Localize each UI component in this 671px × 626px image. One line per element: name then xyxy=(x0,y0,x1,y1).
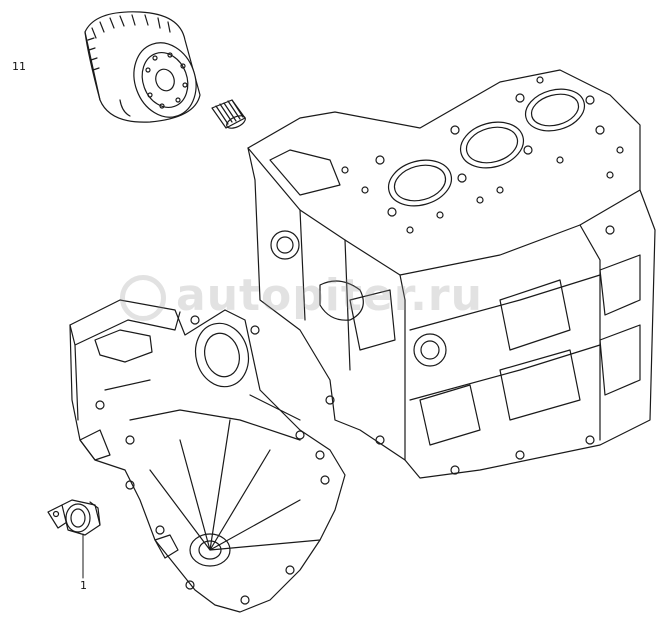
gear-case-cover xyxy=(69,299,346,613)
cylinder-block xyxy=(247,69,656,479)
sensor-part xyxy=(47,499,101,536)
callout-oil-filter-number: 11 xyxy=(12,60,26,73)
oil-filter xyxy=(84,11,201,123)
watermark-text: autopiter.ru xyxy=(176,270,483,321)
watermark-logo-icon xyxy=(120,275,166,321)
threaded-nipple xyxy=(211,99,246,129)
watermark: autopiter.ru xyxy=(120,270,640,330)
callout-sensor-number: 1 xyxy=(80,579,87,592)
